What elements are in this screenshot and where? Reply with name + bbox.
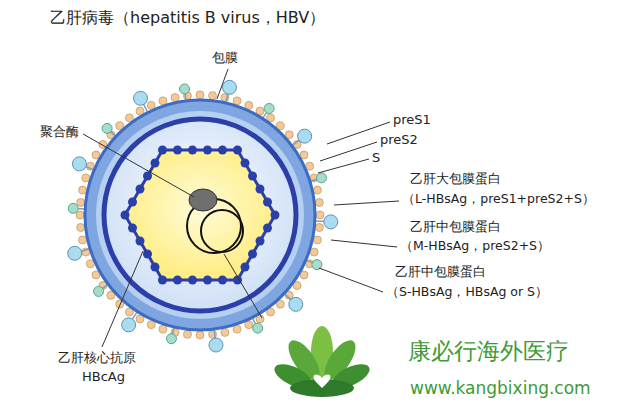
diagram-title: 乙肝病毒（hepatitis B virus，HBV） bbox=[50, 8, 325, 27]
capsid bbox=[125, 150, 275, 280]
leader-lines bbox=[83, 69, 399, 347]
capsid-protein bbox=[173, 276, 182, 285]
capsid-protein bbox=[248, 172, 257, 181]
pres1-protein bbox=[222, 80, 236, 94]
pres2-protein bbox=[180, 84, 190, 94]
pres2-protein bbox=[264, 103, 274, 113]
capsid-protein bbox=[136, 185, 145, 194]
pres1-protein bbox=[122, 318, 136, 332]
capsid-protein bbox=[203, 276, 212, 285]
capsid-protein bbox=[263, 224, 272, 233]
protein-label: 乙肝大包膜蛋白 bbox=[410, 171, 501, 187]
s-protein bbox=[315, 224, 323, 232]
capsid-protein bbox=[241, 159, 250, 168]
capsid-protein bbox=[248, 250, 257, 259]
pres1-protein bbox=[72, 157, 86, 171]
protein-label: preS1 bbox=[393, 112, 431, 128]
capsid-dots bbox=[121, 146, 280, 285]
protein-label: S bbox=[372, 150, 380, 166]
dna-strand bbox=[201, 210, 243, 252]
part-label: 聚合酶 bbox=[40, 124, 79, 140]
capsid-protein bbox=[143, 250, 152, 259]
pres1-protein bbox=[134, 91, 148, 105]
protein-label: 乙肝中包膜蛋白 bbox=[395, 264, 486, 280]
polymerase bbox=[189, 189, 217, 211]
s-protein bbox=[315, 198, 323, 206]
watermark: www.kangbixing.com bbox=[410, 378, 591, 398]
part-label: HBcAg bbox=[82, 369, 125, 385]
protein-label: 乙肝中包膜蛋白 bbox=[410, 219, 501, 235]
part-label: 包膜 bbox=[212, 50, 238, 66]
pres1-protein bbox=[298, 129, 312, 143]
capsid-protein bbox=[271, 211, 280, 220]
envelope-spikes bbox=[68, 80, 338, 352]
pres1-protein bbox=[289, 297, 303, 311]
part-label: 乙肝核心抗原 bbox=[58, 350, 136, 366]
pres1-protein bbox=[68, 246, 82, 260]
s-protein bbox=[221, 328, 229, 336]
capsid-protein bbox=[218, 146, 227, 155]
s-protein bbox=[77, 224, 85, 232]
capsid-protein bbox=[158, 276, 167, 285]
logo-lotus bbox=[271, 326, 373, 397]
capsid-protein bbox=[263, 198, 272, 207]
s-protein bbox=[76, 211, 84, 219]
s-protein bbox=[209, 92, 217, 100]
s-protein bbox=[77, 198, 85, 206]
capsid-protein bbox=[203, 146, 212, 155]
capsid-protein bbox=[188, 276, 197, 285]
s-protein bbox=[79, 236, 87, 244]
capsid-protein bbox=[256, 237, 265, 246]
s-protein bbox=[196, 91, 204, 99]
capsid-protein bbox=[188, 146, 197, 155]
envelope bbox=[85, 100, 315, 330]
s-protein bbox=[196, 331, 204, 339]
pres2-protein bbox=[102, 123, 112, 133]
capsid-protein bbox=[173, 146, 182, 155]
protein-label: （S-HBsAg，HBsAg or S） bbox=[386, 284, 548, 299]
protein-label: preS2 bbox=[380, 132, 418, 148]
pres1-protein bbox=[324, 215, 338, 229]
capsid-protein bbox=[136, 237, 145, 246]
capsid-protein bbox=[158, 146, 167, 155]
pres2-protein bbox=[253, 323, 263, 333]
pres2-protein bbox=[68, 203, 78, 213]
protein-label: （M-HBsAg，preS2+S） bbox=[400, 238, 550, 253]
inner-membrane bbox=[104, 119, 296, 311]
protein-label: （L-HBsAg，preS1+preS2+S） bbox=[402, 191, 595, 206]
s-protein bbox=[313, 186, 321, 194]
capsid-protein bbox=[151, 263, 160, 272]
capsid-protein bbox=[121, 211, 130, 220]
pres2-protein bbox=[94, 286, 104, 296]
pres2-protein bbox=[316, 173, 326, 183]
capsid-protein bbox=[233, 146, 242, 155]
capsid-protein bbox=[256, 185, 265, 194]
capsid-protein bbox=[128, 224, 137, 233]
pres1-protein bbox=[209, 338, 223, 352]
pres2-protein bbox=[166, 334, 176, 344]
capsid-protein bbox=[241, 263, 250, 272]
s-protein bbox=[183, 330, 191, 338]
capsid-protein bbox=[128, 198, 137, 207]
s-protein bbox=[316, 211, 324, 219]
s-protein bbox=[313, 236, 321, 244]
watermark: 康必行海外医疗 bbox=[408, 338, 569, 366]
capsid-protein bbox=[218, 276, 227, 285]
capsid-protein bbox=[151, 159, 160, 168]
s-protein bbox=[79, 186, 87, 194]
s-protein bbox=[171, 94, 179, 102]
